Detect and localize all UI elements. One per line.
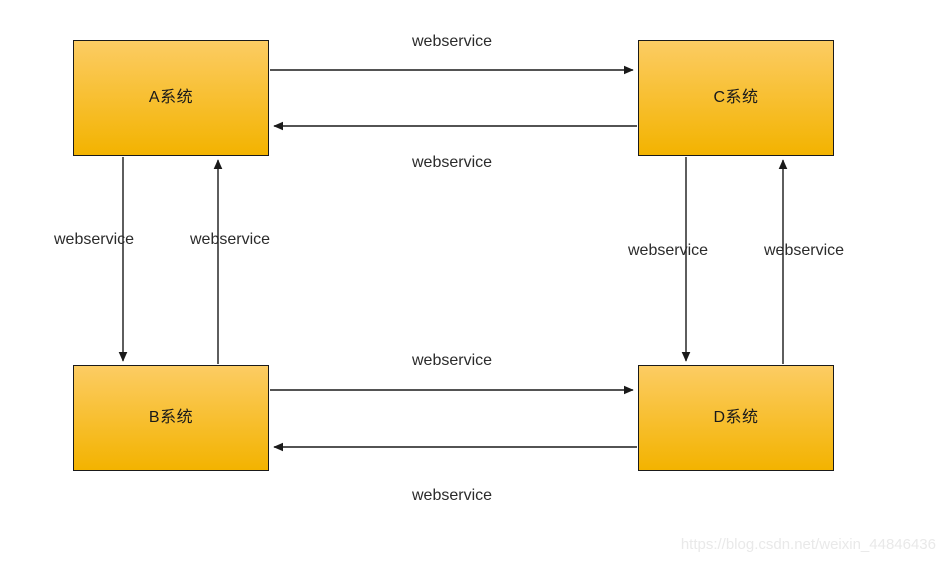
node-d-label: D系统 <box>713 409 759 426</box>
edge-label-a-to-b: webservice <box>53 231 135 248</box>
node-a-label: A系统 <box>148 89 194 106</box>
node-b-label: B系统 <box>148 409 194 426</box>
node-a-system[interactable]: A系统 <box>73 40 269 156</box>
node-c-system[interactable]: C系统 <box>638 40 834 156</box>
edge-label-a-to-c: webservice <box>411 33 493 50</box>
node-c-label: C系统 <box>713 89 759 106</box>
node-b-system[interactable]: B系统 <box>73 365 269 471</box>
edge-label-d-to-c: webservice <box>763 242 845 259</box>
edge-label-d-to-b: webservice <box>411 487 493 504</box>
edge-label-c-to-d: webservice <box>627 242 709 259</box>
edge-label-b-to-a: webservice <box>189 231 271 248</box>
edge-label-c-to-a: webservice <box>411 154 493 171</box>
watermark-text: https://blog.csdn.net/weixin_44846436 <box>680 536 936 553</box>
node-d-system[interactable]: D系统 <box>638 365 834 471</box>
edge-label-b-to-d: webservice <box>411 352 493 369</box>
